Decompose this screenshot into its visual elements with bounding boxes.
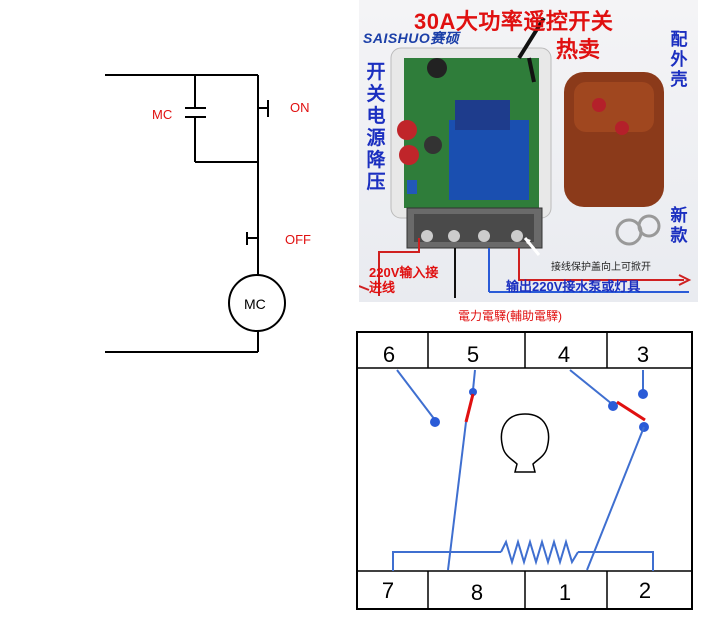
on-button-label: ON xyxy=(290,100,310,115)
pin-5: 5 xyxy=(466,342,480,367)
relay-diagram xyxy=(356,331,693,610)
pin-8: 8 xyxy=(470,580,484,605)
ladder-circuit xyxy=(105,74,286,353)
pin-7: 7 xyxy=(381,578,395,603)
relay-block xyxy=(449,120,529,200)
relay-key xyxy=(500,413,550,473)
switching-supply-label: 开关电源降压 xyxy=(366,62,386,193)
contact-4-point xyxy=(608,401,618,411)
output-label: 输出220V接水泵或灯具 xyxy=(506,279,641,294)
relay-title: 電力電驛(輔助電驛) xyxy=(458,309,562,323)
input-label: 220V输入接进线 xyxy=(369,265,439,295)
photo-brand: SAISHUO赛硕 xyxy=(363,30,460,46)
antenna xyxy=(517,16,546,60)
pin-6: 6 xyxy=(382,342,396,367)
product-photo: 30A大功率遥控开关 SAISHUO赛硕 热卖 开关电源降压 配外壳 新款 22… xyxy=(359,0,698,302)
remote-button-1 xyxy=(592,98,606,112)
pin-1: 1 xyxy=(558,580,572,605)
keyring xyxy=(615,218,643,246)
pin-2: 2 xyxy=(638,578,652,603)
contact-arm-4 xyxy=(616,400,646,422)
relay-coil xyxy=(500,538,579,566)
photo-illustration xyxy=(359,16,692,298)
contact-6-point xyxy=(430,417,440,427)
mc-contact-label: MC xyxy=(152,107,173,122)
pin-3: 3 xyxy=(636,342,650,367)
contact-5-point xyxy=(469,388,477,396)
with-case-label: 配外壳 xyxy=(670,30,688,89)
new-model-label: 新款 xyxy=(670,206,688,245)
capacitor-2 xyxy=(399,145,419,165)
capacitor-1 xyxy=(397,120,417,140)
cover-note: 接线保护盖向上可掀开 xyxy=(551,262,651,273)
contact-3-point xyxy=(638,389,648,399)
pin-4: 4 xyxy=(557,342,571,367)
relay-coil-lead-left xyxy=(392,551,501,571)
photo-title: 30A大功率遥控开关 xyxy=(414,9,614,34)
hot-sale-label: 热卖 xyxy=(556,37,601,63)
remote-button-2 xyxy=(615,121,629,135)
relay-coil-lead-right xyxy=(578,551,654,571)
motor-label: MC xyxy=(244,296,266,312)
off-button-label: OFF xyxy=(285,232,311,247)
contact-arm-5 xyxy=(464,393,475,423)
